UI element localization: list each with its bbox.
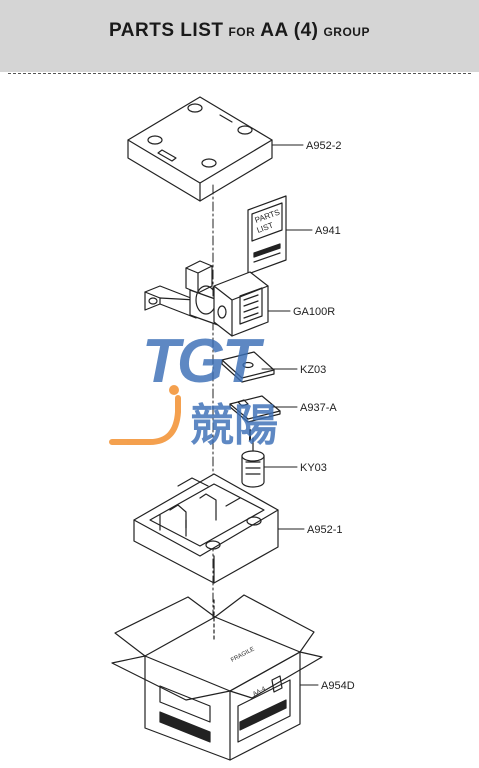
box-side-label: AA-4 (252, 686, 267, 698)
svg-text:TGT: TGT (142, 327, 265, 396)
header-banner (0, 0, 479, 72)
title-group: GROUP (323, 25, 370, 39)
label-ga100r: GA100R (293, 306, 335, 318)
shipping-box (111, 594, 323, 761)
gearbox-assembly (144, 260, 269, 337)
label-a952-2: A952-2 (306, 140, 341, 152)
title-main: PARTS LIST (109, 20, 224, 41)
label-kz03: KZ03 (300, 364, 326, 376)
watermark-logo: TGT 競陽 (109, 327, 278, 450)
title-group-name: AA (4) (260, 20, 319, 41)
label-ky03: KY03 (300, 462, 327, 474)
label-a954d: A954D (321, 680, 355, 692)
kz03-plate (221, 351, 275, 383)
label-a941: A941 (315, 225, 341, 237)
leader-lines (261, 144, 319, 686)
ky03-battery (241, 429, 265, 488)
foam-insert-top (127, 96, 273, 202)
label-a937-a: A937-A (300, 402, 337, 414)
foam-tray-bottom (133, 473, 279, 584)
svg-text:競陽: 競陽 (190, 401, 278, 450)
label-a952-1: A952-1 (307, 524, 342, 536)
a937a-shim (229, 395, 281, 423)
title-for: FOR (228, 25, 256, 39)
parts-list-leaflet (247, 195, 287, 275)
page-title: PARTS LIST FOR AA (4) GROUP (0, 20, 479, 42)
header-divider (8, 73, 471, 74)
